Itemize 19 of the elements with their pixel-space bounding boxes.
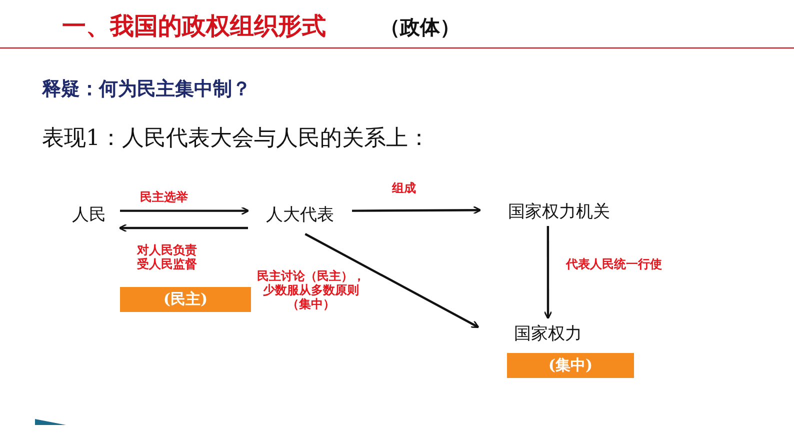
node-text: 国家权力 bbox=[478, 318, 618, 348]
edge-label: 对人民负责受人民监督 bbox=[135, 244, 199, 272]
node-text: 国家权力机关 bbox=[480, 196, 638, 226]
slide-title: 一、我国的政权组织形式 bbox=[62, 11, 326, 42]
node-text: 人民 bbox=[58, 194, 120, 234]
arrow bbox=[304, 233, 480, 328]
arrow bbox=[118, 224, 248, 232]
edge-label: 组成 bbox=[392, 182, 416, 196]
arrow bbox=[120, 206, 250, 215]
edge-label: 民主选举 bbox=[140, 191, 188, 205]
heading-text: 表现1：人民代表大会与人民的关系上： bbox=[42, 125, 430, 153]
node-text: 人大代表 bbox=[248, 194, 352, 234]
arrow bbox=[544, 226, 552, 320]
tag-box: (民主) bbox=[120, 287, 251, 312]
subtitle-note: （政体） bbox=[380, 14, 460, 41]
arrow bbox=[352, 206, 482, 214]
tag-box: (集中) bbox=[507, 353, 634, 378]
edge-label: 代表人民统一行使 bbox=[566, 258, 662, 272]
question-text: 释疑：何为民主集中制？ bbox=[42, 77, 251, 102]
